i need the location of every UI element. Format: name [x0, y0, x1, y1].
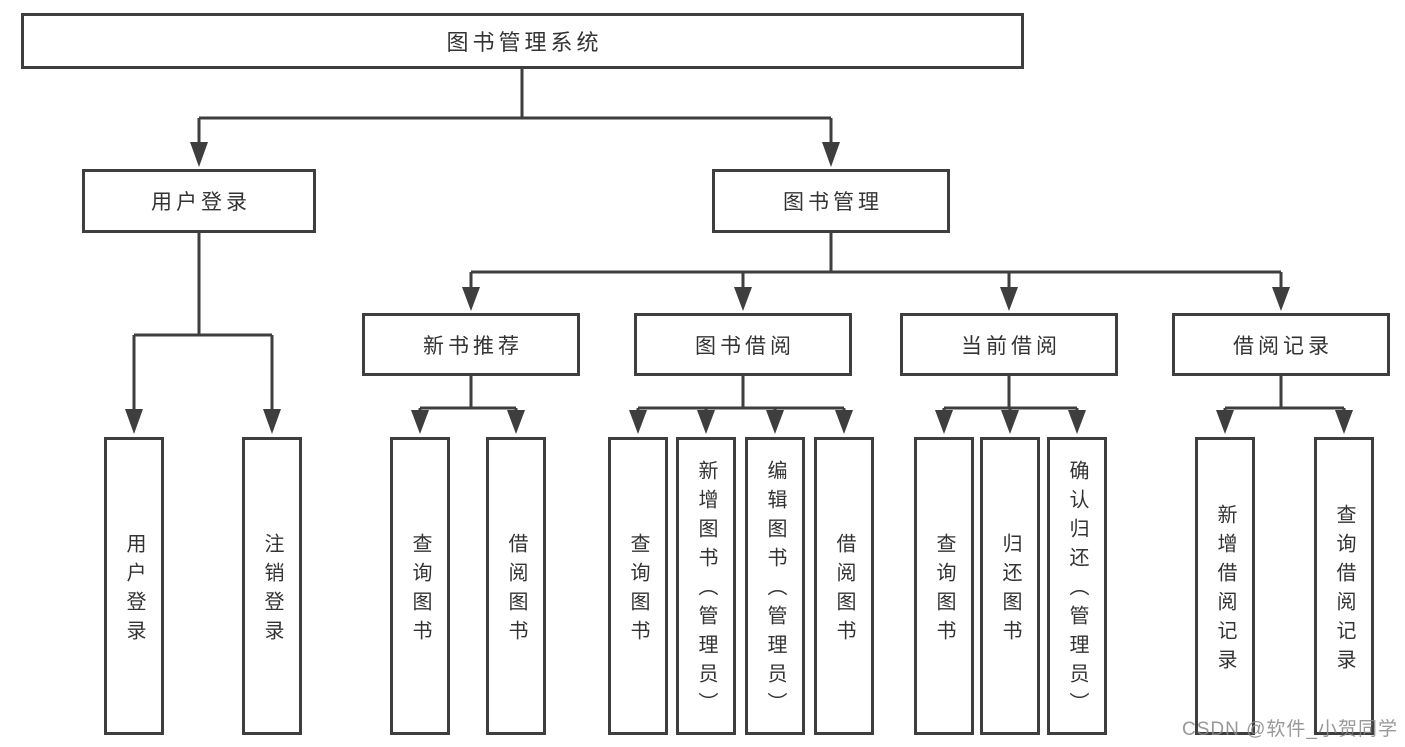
leaf-recommend-query-books: 查询图书 [390, 437, 450, 735]
node-book-management: 图书管理 [712, 169, 950, 233]
node-borrowing-records: 借阅记录 [1172, 313, 1390, 376]
leaf-user-login-label: 用户登录 [123, 532, 145, 649]
connector-borrow-branch [636, 376, 846, 414]
node-user-login-label: 用户登录 [151, 191, 251, 214]
node-library-management-system: 图书管理系统 [21, 13, 1024, 69]
leaf-borrow-query-books: 查询图书 [608, 437, 668, 735]
leaf-logout-label: 注销登录 [261, 532, 283, 649]
leaf-borrow-add-books-admin-label: 新增图书（管理员） [695, 460, 717, 721]
leaf-borrow-borrow-books: 借阅图书 [814, 437, 874, 735]
leaf-recommend-borrow-books: 借阅图书 [486, 437, 546, 735]
leaf-current-return-books: 归还图书 [980, 437, 1040, 735]
connector-login-branch [132, 233, 274, 412]
watermark-csdn: CSDN @软件_小贺同学 [1182, 719, 1398, 740]
leaf-borrow-borrow-books-label: 借阅图书 [833, 532, 855, 649]
leaf-borrow-add-books-admin: 新增图书（管理员） [676, 437, 736, 735]
node-user-login: 用户登录 [82, 169, 316, 233]
leaf-records-query-record-label: 查询借阅记录 [1333, 503, 1355, 678]
connector-mgmt-branch [469, 233, 1283, 290]
connector-current-branch [942, 376, 1079, 414]
node-current-borrowing: 当前借阅 [900, 313, 1118, 376]
leaf-current-query-books-label: 查询图书 [933, 532, 955, 649]
leaf-current-query-books: 查询图书 [914, 437, 974, 735]
node-library-management-system-label: 图书管理系统 [446, 30, 603, 55]
connector-root-to-level2 [197, 69, 833, 146]
node-book-management-label: 图书管理 [783, 191, 883, 214]
arrowheads [125, 142, 1353, 434]
leaf-borrow-edit-books-admin-label: 编辑图书（管理员） [764, 460, 786, 721]
leaf-borrow-edit-books-admin: 编辑图书（管理员） [745, 437, 805, 735]
node-borrowing-records-label: 借阅记录 [1233, 334, 1333, 358]
leaf-current-confirm-return-admin: 确认归还（管理员） [1047, 437, 1107, 735]
node-new-book-recommendation: 新书推荐 [362, 313, 580, 376]
leaf-records-add-record-label: 新增借阅记录 [1214, 503, 1236, 678]
leaf-current-return-books-label: 归还图书 [999, 532, 1021, 649]
leaf-recommend-query-books-label: 查询图书 [409, 532, 431, 649]
node-new-book-recommendation-label: 新书推荐 [423, 334, 523, 358]
connector-recommend-branch [418, 376, 518, 414]
connector-records-branch [1223, 376, 1346, 414]
leaf-records-query-record: 查询借阅记录 [1314, 437, 1374, 735]
leaf-logout: 注销登录 [242, 437, 302, 735]
node-book-borrowing: 图书借阅 [634, 313, 852, 376]
leaf-current-confirm-return-admin-label: 确认归还（管理员） [1066, 460, 1088, 721]
leaf-borrow-query-books-label: 查询图书 [627, 532, 649, 649]
leaf-records-add-record: 新增借阅记录 [1195, 437, 1255, 735]
leaf-user-login: 用户登录 [104, 437, 164, 735]
node-current-borrowing-label: 当前借阅 [961, 334, 1061, 358]
leaf-recommend-borrow-books-label: 借阅图书 [505, 532, 527, 649]
node-book-borrowing-label: 图书借阅 [695, 334, 795, 358]
